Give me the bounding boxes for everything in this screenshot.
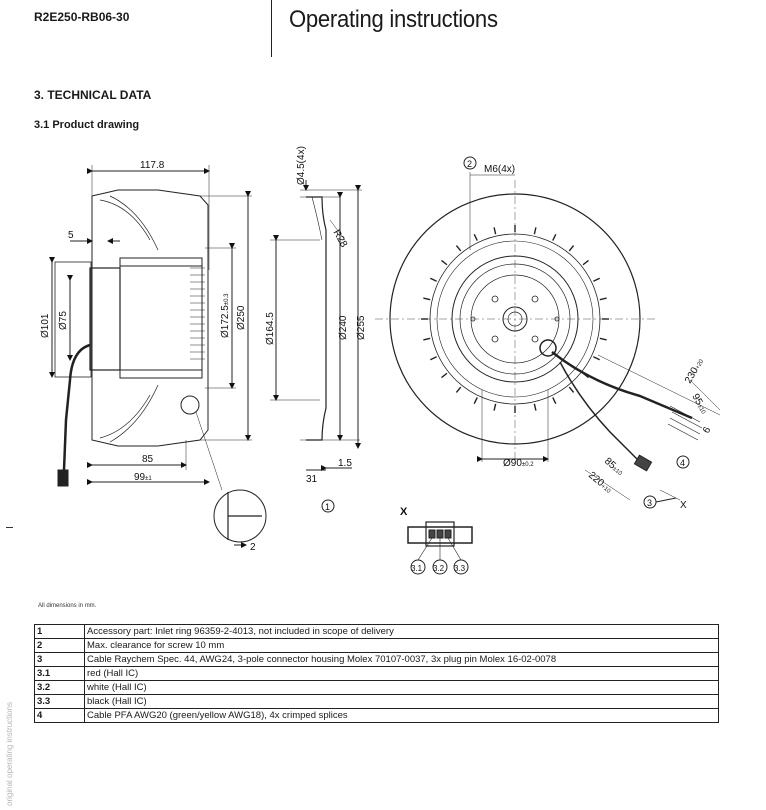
connector-view (407, 521, 473, 575)
svg-text:117.8: 117.8 (140, 160, 165, 171)
svg-text:2: 2 (250, 542, 256, 553)
impeller-fin (568, 386, 575, 393)
impeller-fin (533, 227, 537, 235)
svg-text:X: X (680, 500, 687, 511)
svg-text:Ø101: Ø101 (40, 313, 51, 338)
svg-text:230+20: 230+20 (683, 356, 706, 385)
legend-text: Accessory part: Inlet ring 96359-2-4013,… (84, 624, 719, 639)
impeller-fin (473, 234, 478, 241)
svg-text:Ø90±0.2: Ø90±0.2 (503, 458, 534, 469)
svg-text:Ø172.5±0.3: Ø172.5±0.3 (220, 293, 231, 338)
svg-text:5: 5 (68, 230, 74, 241)
section-view (270, 180, 362, 471)
dimensions-note: All dimensions in mm. (38, 603, 97, 609)
impeller-fin (455, 386, 462, 393)
svg-text:Ø240: Ø240 (338, 315, 349, 340)
svg-text:Ø4.5(4x): Ø4.5(4x) (296, 146, 307, 185)
margin-mark (6, 527, 13, 528)
svg-text:220+10: 220+10 (586, 470, 614, 496)
section-heading: 3. TECHNICAL DATA (34, 88, 152, 102)
callout-3-1-label: 3.1 (411, 564, 423, 573)
impeller-fin (493, 227, 497, 235)
impeller-fin (423, 297, 431, 301)
front-view-holes (470, 295, 560, 343)
callout-1 (321, 499, 335, 513)
svg-text:85: 85 (142, 454, 154, 465)
impeller-fin (493, 403, 497, 411)
callout-3-label: 3 (647, 498, 652, 508)
legend-number: 2 (34, 638, 85, 653)
impeller-fin (533, 403, 537, 411)
impeller-fin (552, 234, 557, 241)
svg-text:Ø250: Ø250 (236, 305, 247, 330)
document-title: Operating instructions (289, 6, 498, 33)
impeller-fin (430, 277, 437, 282)
impeller-fin (455, 245, 462, 252)
impeller-fin (441, 259, 448, 266)
svg-text:R28: R28 (330, 228, 349, 250)
svg-text:Ø75: Ø75 (58, 311, 69, 330)
legend-text: red (Hall IC) (84, 666, 719, 681)
impeller-fin (599, 297, 607, 301)
callout-3-2-label: 3.2 (433, 564, 445, 573)
impeller-fin (473, 397, 478, 404)
impeller-fin (568, 245, 575, 252)
impeller-fin (599, 337, 607, 341)
svg-text:31: 31 (306, 474, 318, 485)
legend-text: black (Hall IC) (84, 694, 719, 709)
svg-text:85±10: 85±10 (602, 456, 626, 478)
callout-2-label: 2 (467, 159, 472, 169)
callout-4-label: 4 (680, 458, 685, 468)
impeller-fin (552, 397, 557, 404)
impeller-fin (441, 372, 448, 379)
legend-number: 3 (34, 652, 85, 667)
impeller-fin (593, 277, 600, 282)
side-watermark-text: original operating instructions (5, 701, 14, 806)
header-divider (271, 0, 272, 57)
front-view-cable (469, 172, 721, 501)
svg-text:Ø255: Ø255 (356, 315, 367, 340)
legend-number: 3.3 (34, 694, 85, 709)
impeller-fin (430, 356, 437, 361)
side-view (49, 165, 267, 548)
impeller-fin (593, 356, 600, 361)
legend-text: white (Hall IC) (84, 680, 719, 695)
subsection-heading: 3.1 Product drawing (34, 119, 140, 131)
svg-text:M6(4x): M6(4x) (484, 164, 515, 175)
impeller-fin (582, 259, 589, 266)
front-callouts (463, 156, 690, 509)
legend-text: Cable PFA AWG20 (green/yellow AWG18), 4x… (84, 708, 719, 723)
svg-text:99±1: 99±1 (134, 472, 152, 483)
svg-text:1.5: 1.5 (338, 458, 352, 469)
legend-text: Cable Raychem Spec. 44, AWG24, 3-pole co… (84, 652, 719, 667)
svg-text:Ø164.5: Ø164.5 (265, 312, 276, 345)
svg-text:6: 6 (701, 425, 714, 436)
front-view-fins (421, 225, 609, 413)
product-drawing: 117.8 5 Ø101 Ø75 Ø172.5±0.3 Ø250 85 99±1… (40, 146, 721, 575)
view-x-label: X (400, 506, 408, 518)
callout-1-label: 1 (325, 502, 330, 512)
legend-number: 3.2 (34, 680, 85, 695)
legend-number: 3.1 (34, 666, 85, 681)
svg-text:95±10: 95±10 (689, 392, 709, 416)
legend-number: 1 (34, 624, 85, 639)
impeller-fin (423, 337, 431, 341)
legend-text: Max. clearance for screw 10 mm (84, 638, 719, 653)
legend-number: 4 (34, 708, 85, 723)
side-view-labels: 117.8 5 Ø101 Ø75 Ø172.5±0.3 Ø250 85 99±1… (40, 160, 256, 553)
callout-3-3-label: 3.3 (454, 564, 466, 573)
model-number: R2E250-RB06-30 (34, 10, 130, 24)
front-view (375, 180, 655, 460)
